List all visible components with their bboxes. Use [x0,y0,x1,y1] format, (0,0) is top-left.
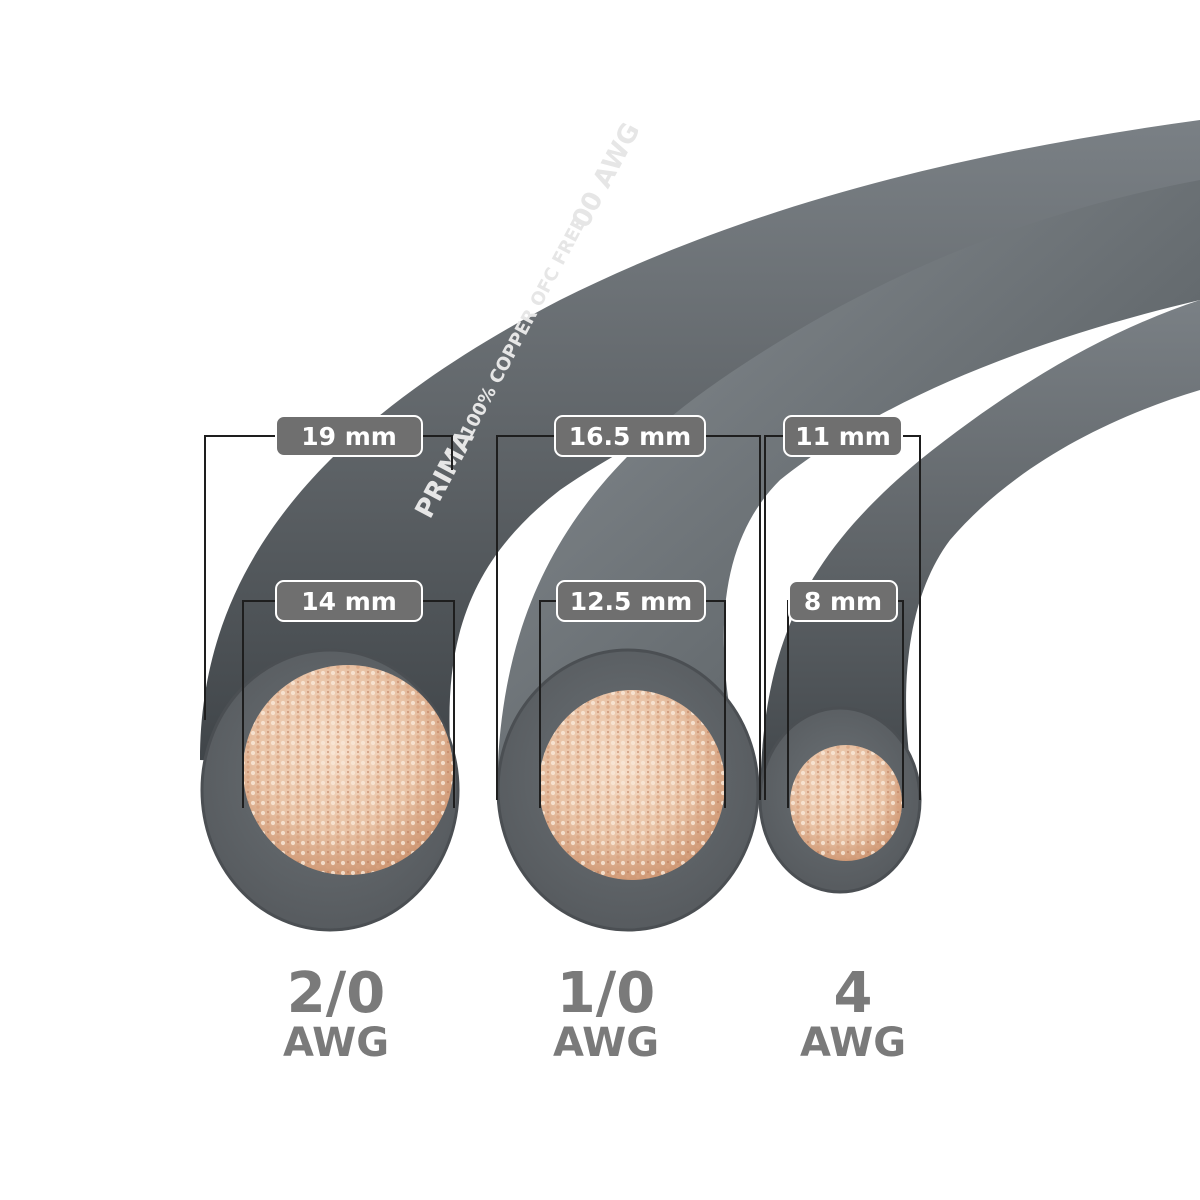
label-outer-2-0: 19 mm [275,415,423,457]
svg-text:8 mm: 8 mm [804,587,882,616]
gauge-caption-1-0: 1/0 AWG [553,961,659,1066]
label-outer-4: 11 mm [783,415,903,457]
gauge-caption-4: 4 AWG [800,961,906,1066]
svg-text:12.5 mm: 12.5 mm [570,587,693,616]
gauge-value: 1/0 [557,961,655,1026]
svg-text:19 mm: 19 mm [301,422,397,451]
cable-end-1-0 [496,648,760,932]
cable-bodies [200,120,1200,810]
label-inner-1-0: 12.5 mm [556,580,706,622]
gauge-unit: AWG [283,1020,389,1066]
cable-end-4 [758,706,922,894]
gauge-value: 2/0 [287,961,385,1026]
gauge-unit: AWG [800,1020,906,1066]
label-outer-1-0: 16.5 mm [554,415,706,457]
svg-text:16.5 mm: 16.5 mm [569,422,692,451]
label-inner-4: 8 mm [788,580,898,622]
label-inner-2-0: 14 mm [275,580,423,622]
gauge-caption-2-0: 2/0 AWG [283,961,389,1066]
gauge-value: 4 [834,961,873,1026]
svg-text:11 mm: 11 mm [795,422,891,451]
cable-print-gauge: 00 AWG [566,118,646,233]
svg-text:14 mm: 14 mm [301,587,397,616]
cable-end-2-0 [200,648,460,932]
gauge-unit: AWG [553,1020,659,1066]
